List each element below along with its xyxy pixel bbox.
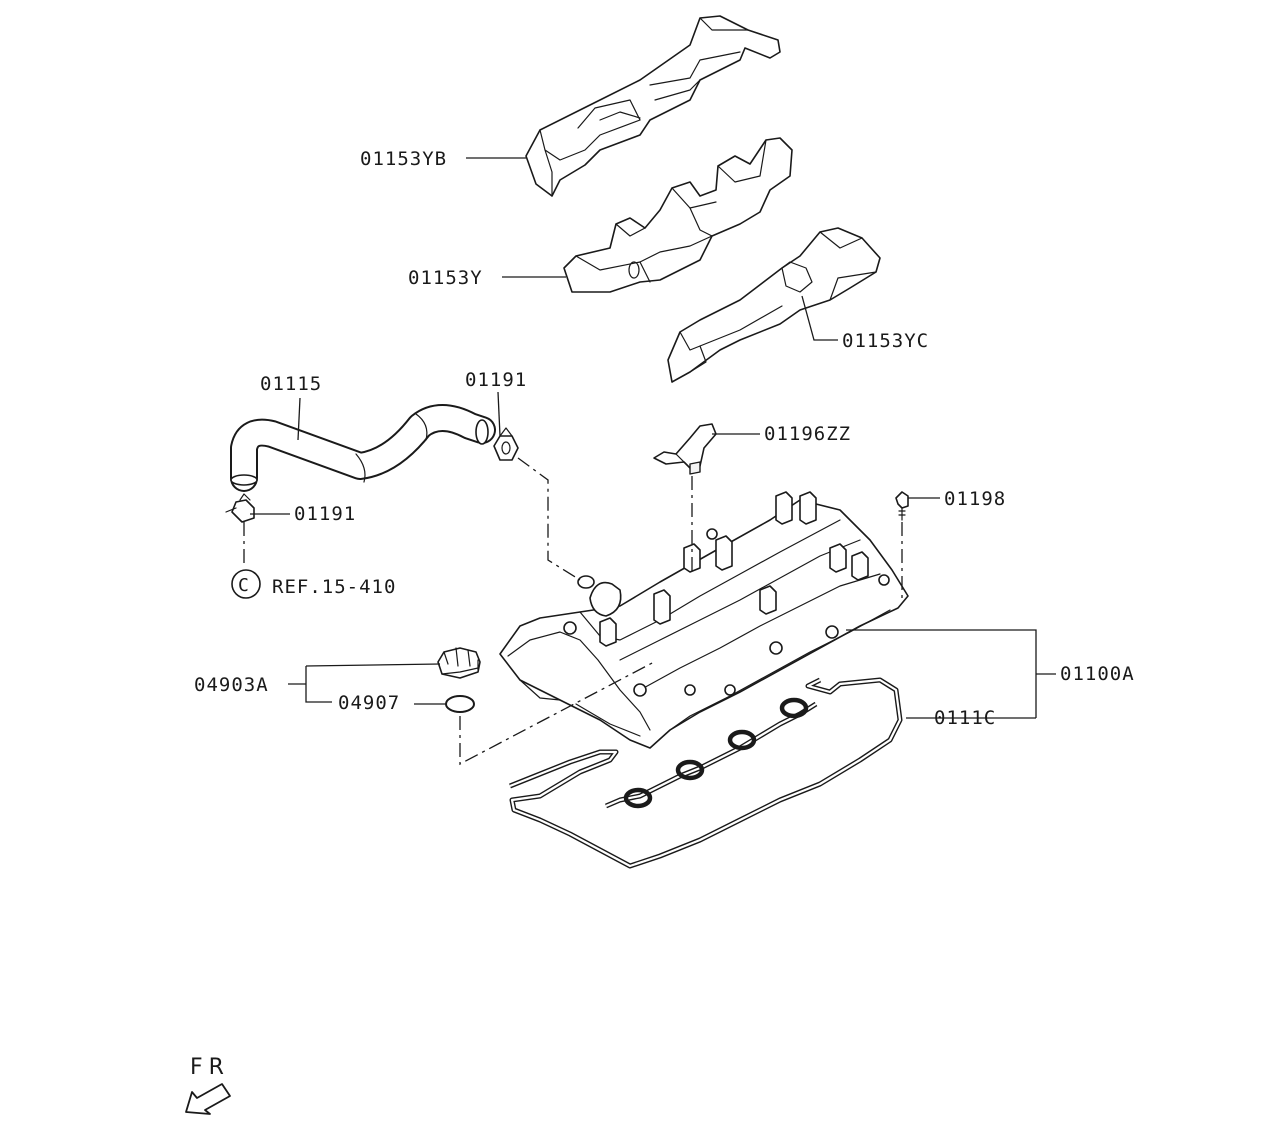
spark-plug-seals (605, 697, 818, 809)
label-01100A: 01100A (1060, 663, 1135, 685)
label-04903A: 04903A (194, 674, 269, 696)
oil-filler-cap[interactable] (437, 647, 481, 679)
trim-cover-c[interactable] (667, 227, 881, 383)
ignition-coil-bosses (599, 491, 869, 647)
bolt[interactable] (895, 491, 909, 521)
trim-cover[interactable] (563, 137, 793, 293)
ref-circle[interactable] (231, 569, 261, 599)
cover-bolts (563, 528, 890, 697)
label-01191-upper: 01191 (465, 369, 527, 391)
label-01115: 01115 (260, 373, 322, 395)
label-01198: 01198 (944, 488, 1006, 510)
bracket[interactable] (653, 423, 717, 475)
label-04907: 04907 (338, 692, 400, 714)
rocker-cover-gasket[interactable] (509, 677, 903, 869)
front-arrow-icon (185, 1083, 231, 1115)
label-01153YC: 01153YC (842, 330, 929, 352)
hose-clamp-lower[interactable] (225, 493, 255, 523)
ref-circle-letter: C (238, 575, 250, 596)
trim-cover-b[interactable] (525, 15, 781, 197)
hose-clamp-upper[interactable] (493, 427, 519, 461)
label-01191-lower: 01191 (294, 503, 356, 525)
label-01153Y: 01153Y (408, 267, 483, 289)
ref-text[interactable]: REF.15-410 (272, 576, 396, 598)
label-0111C: 0111C (934, 707, 996, 729)
breather-hose[interactable] (230, 404, 496, 492)
label-01153YB: 01153YB (360, 148, 447, 170)
hose-routing-line (517, 457, 581, 581)
leader-lines (250, 157, 1056, 719)
filler-line (459, 661, 655, 766)
direction-label: FR (190, 1055, 230, 1080)
o-ring[interactable] (445, 695, 475, 713)
rocker-cover[interactable] (499, 491, 909, 749)
label-01196ZZ: 01196ZZ (764, 423, 851, 445)
